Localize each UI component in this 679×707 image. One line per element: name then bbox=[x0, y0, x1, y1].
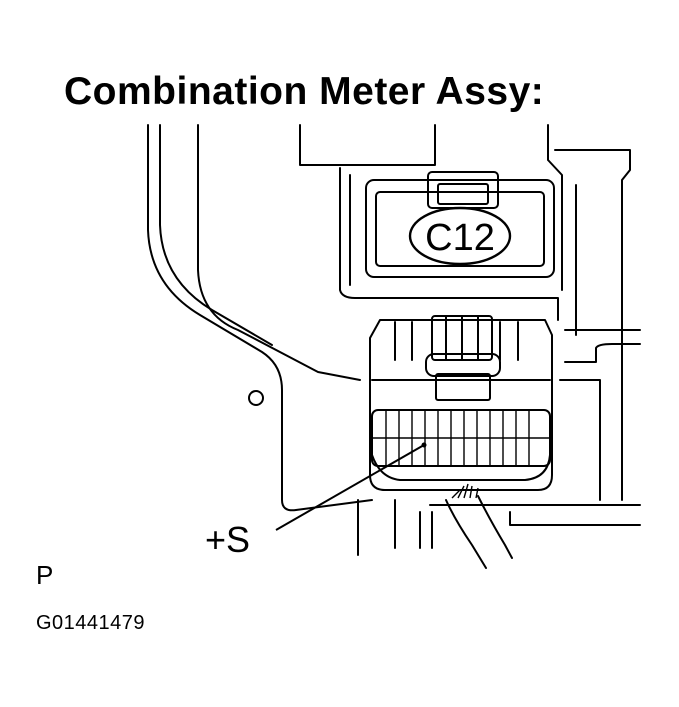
terminal-label-plus-s: +S bbox=[205, 519, 251, 560]
mounting-hole bbox=[248, 390, 264, 406]
view-marker: P bbox=[36, 560, 54, 590]
diagram-title: Combination Meter Assy: bbox=[64, 70, 545, 113]
connector-c12: C12 bbox=[365, 171, 555, 278]
lower-connector bbox=[369, 315, 553, 491]
wire-harness bbox=[445, 483, 513, 569]
c12-label: C12 bbox=[425, 217, 495, 259]
meter-housing-outline bbox=[147, 124, 641, 556]
terminal-pin-marker bbox=[421, 442, 427, 448]
terminal-leader-line bbox=[275, 444, 425, 531]
c12-label-oval bbox=[408, 206, 512, 266]
figure-code: G01441479 bbox=[36, 612, 146, 634]
